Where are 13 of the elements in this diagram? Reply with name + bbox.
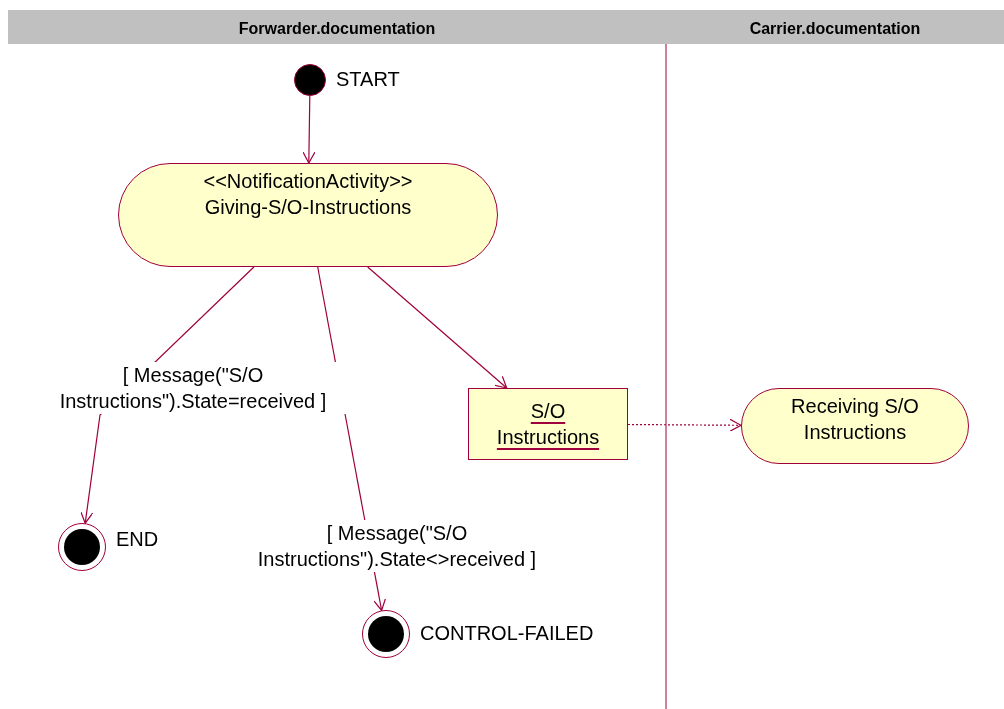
swimlane-title: Forwarder.documentation xyxy=(237,19,437,39)
stereotype-label: <<NotificationActivity>> xyxy=(202,169,414,194)
swimlane-title: Carrier.documentation xyxy=(748,19,922,39)
state-caption: END xyxy=(116,527,159,552)
state-caption: START xyxy=(336,67,400,92)
state-name: Receiving S/O Instructions xyxy=(790,394,920,445)
dashed-arrow xyxy=(627,418,742,432)
object-box xyxy=(468,388,628,460)
state-name: Giving-S/O-Instructions xyxy=(203,195,413,220)
transition-arrow xyxy=(367,266,508,389)
object-name: S/O Instructions xyxy=(495,399,601,450)
state-caption: CONTROL-FAILED xyxy=(420,621,594,646)
transition-arrow xyxy=(302,95,316,164)
